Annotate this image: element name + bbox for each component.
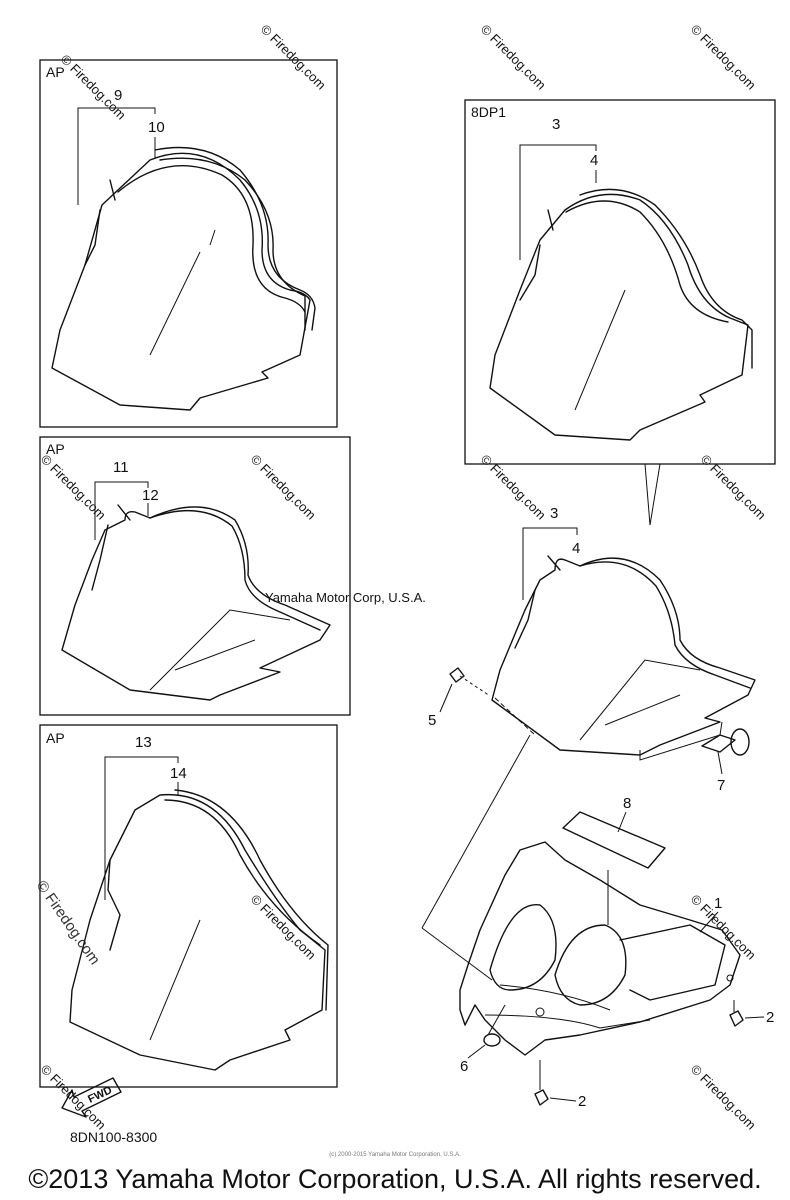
callout-1: 1 [714,895,722,912]
windshield-shape-3 [69,789,329,1071]
callout-11: 11 [113,459,129,476]
corner-watermark: © Firedog.com [248,452,319,523]
bracket-3 [519,144,597,260]
box-label: AP [46,730,65,746]
bracket-11 [94,481,149,540]
small-notice: (c) 2000-2015 Yamaha Motor Corporation, … [329,1152,461,1158]
bracket-3 [522,527,578,600]
leader-2 [744,1016,765,1019]
callout-10: 10 [148,119,165,136]
watermark-layer: Yamaha Motor Corp, U.S.A. © Firedog.com … [33,22,769,1133]
windshield-box-3: AP 13 14 FWD [39,724,338,1118]
box-frame [39,724,338,1088]
bolt-5-icon [449,667,491,697]
windshield-shape-2 [61,504,331,701]
callout-13: 13 [135,734,152,751]
projection-line-dashed [494,697,536,736]
callout-4: 4 [572,540,580,557]
corner-watermark: © Firedog.com [698,452,769,523]
screw-2-icon [534,1060,549,1106]
box-label: 8DP1 [471,104,506,120]
callout-9: 9 [114,87,122,104]
corner-watermark: © Firedog.com [478,452,549,523]
box-frame [39,436,351,716]
box-pointer [644,463,661,526]
callout-2: 2 [578,1093,586,1110]
callout-3: 3 [552,116,560,133]
cowling-1 [459,841,741,1056]
callout-6: 6 [460,1058,468,1075]
corner-watermark: © Firedog.com [38,452,109,523]
bracket-13 [104,756,179,900]
leader-8 [617,811,627,833]
leader-7 [717,751,723,775]
box-frame [464,99,776,465]
projection-line [421,927,493,981]
bracket-9 [77,107,156,205]
callout-3: 3 [550,505,558,522]
knob-7-icon [701,728,750,756]
diagram-code: 8DN100-8300 [70,1129,157,1145]
box-frame [39,59,338,428]
windshield-box-4: 8DP1 3 4 [464,99,776,526]
callout-12: 12 [142,487,159,504]
windshield-box-1: AP 9 10 [39,59,338,428]
leader-5 [439,683,453,713]
leader-6 [467,1044,486,1059]
corner-watermark: © Firedog.com [688,1062,759,1133]
grommet-6-icon [483,1004,506,1047]
corner-watermark: © Firedog.com [478,22,549,93]
callout-14: 14 [170,765,187,782]
main-assembly: 3 4 5 7 8 [421,505,774,1110]
callout-2: 2 [766,1009,774,1026]
panel-8 [562,811,666,869]
leader-1 [699,911,719,933]
projection-line [421,734,531,929]
copyright-footer: ©2013 Yamaha Motor Corporation, U.S.A. A… [28,1164,762,1194]
side-watermark: © Firedog.com [33,878,103,969]
box-label: AP [46,64,65,80]
callout-4: 4 [590,152,598,169]
box-label: AP [46,441,65,457]
callout-8: 8 [623,795,631,812]
windshield-assembled [491,555,756,761]
corner-watermark: © Firedog.com [688,22,759,93]
windshield-shape-1 [51,146,316,411]
corner-watermark: © Firedog.com [258,22,329,93]
windshield-shape-4 [489,188,753,441]
leader-2 [549,1097,577,1102]
callout-7: 7 [717,777,725,794]
windshield-box-2: AP 11 12 [39,436,351,716]
center-watermark: Yamaha Motor Corp, U.S.A. [265,590,426,605]
screw-2-icon [729,1000,744,1027]
callout-5: 5 [428,712,436,729]
